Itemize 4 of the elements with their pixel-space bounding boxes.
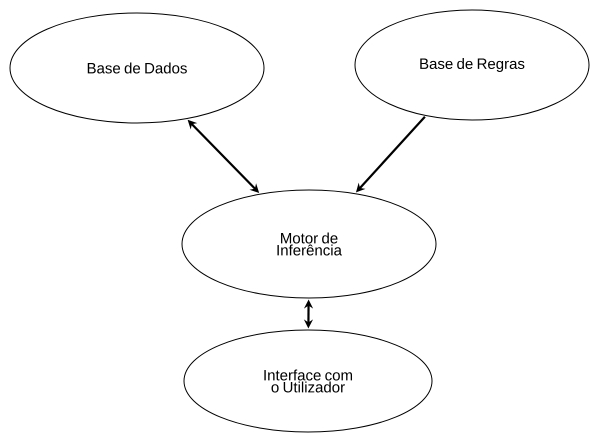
ellipse-node: Motor de Inferência — [182, 190, 436, 298]
ellipse-node: Base de Regras — [354, 10, 590, 120]
ellipse-node: Base de Dados — [10, 12, 264, 124]
ellipse-node: Interface com o Utilizador — [184, 330, 432, 432]
